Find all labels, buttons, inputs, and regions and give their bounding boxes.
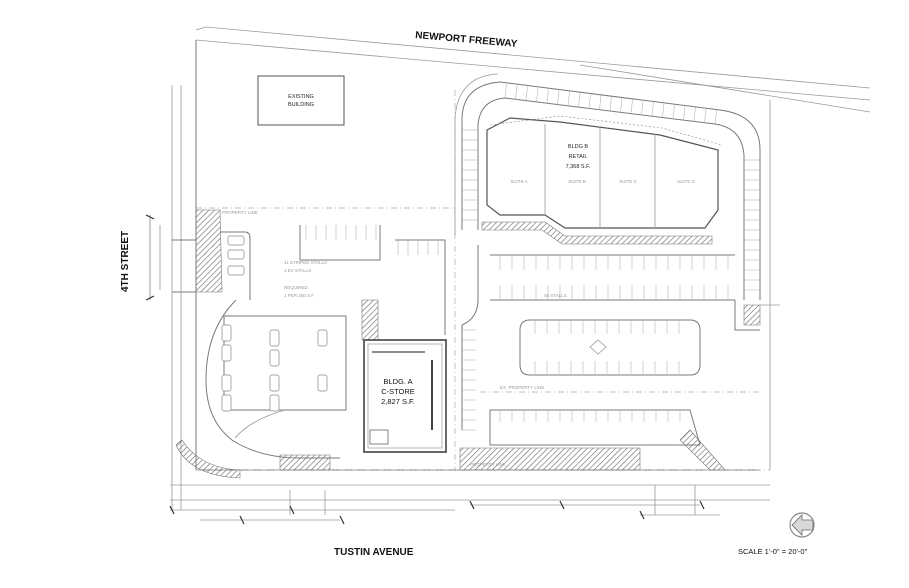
parking-stall-line	[662, 103, 665, 118]
dimension-tick	[559, 500, 565, 510]
parking-stall-line	[557, 90, 560, 105]
svg-text:REQUIRED: REQUIRED	[284, 285, 309, 290]
north-stalls	[462, 83, 760, 291]
building-a-label-1: BLDG. A	[383, 377, 412, 386]
vehicle	[227, 249, 245, 260]
vehicle	[317, 329, 328, 347]
vehicle	[221, 374, 232, 392]
landscape-building-a	[361, 299, 379, 341]
parking-stall-line	[714, 109, 717, 125]
building-b-label-3: 7,368 S.F.	[566, 164, 591, 170]
building-b-label-2: RETAIL	[569, 154, 588, 160]
dimension-tick	[169, 505, 175, 515]
landscape-southeast	[679, 429, 726, 471]
vehicle	[269, 394, 280, 412]
svg-text:4 EV STALLS: 4 EV STALLS	[284, 268, 311, 273]
vehicle	[269, 374, 280, 392]
parking-stall-line	[609, 96, 612, 112]
building-a-interior	[367, 343, 443, 449]
suite-b-label: SUITE B	[568, 179, 586, 184]
suite-c-label: SUITE C	[619, 179, 638, 184]
existing-building	[257, 75, 345, 126]
east-stalls	[462, 255, 729, 431]
landscape-south-2	[459, 447, 641, 471]
svg-text:11 STRIPED STALLS: 11 STRIPED STALLS	[284, 260, 327, 265]
dimension-tick	[699, 500, 705, 510]
building-a-restroom	[369, 429, 389, 445]
dimension-tick	[145, 295, 155, 301]
parking-stall-line	[630, 99, 633, 114]
fourth-street-label: 4TH STREET	[120, 231, 131, 292]
ex-property-line-label: EX. PROPERTY LINE	[500, 385, 544, 390]
vehicle	[227, 265, 245, 276]
dimension-tick	[239, 515, 245, 525]
parking-stall-line	[588, 94, 591, 109]
south-driveways	[289, 485, 696, 515]
parking-stall-line	[567, 91, 570, 106]
dimension-tick	[289, 505, 295, 515]
dimension-tick	[145, 214, 155, 220]
parking-stall-line	[515, 85, 518, 100]
east-parking-lot	[461, 245, 760, 446]
parking-stall-line	[546, 89, 549, 104]
stall-count-label: 48 STALLS	[544, 293, 567, 298]
vehicle	[227, 235, 245, 246]
south-property-line-label: PROPERTY LINE	[470, 462, 506, 467]
building-b-label-1: BLDG B	[568, 144, 589, 150]
parking-stall-line	[693, 107, 696, 122]
dimension-tick	[639, 510, 645, 520]
building-a-label-3: 2,827 S.F.	[381, 397, 415, 406]
landscape-southwest	[175, 439, 241, 479]
parking-stall-line	[504, 83, 507, 99]
vehicle	[317, 374, 328, 392]
parking-stall-line	[599, 95, 602, 110]
parking-stall-line	[704, 108, 707, 123]
parking-stall-line	[536, 87, 539, 102]
landscape-northwest	[195, 209, 223, 293]
building-b	[486, 117, 719, 229]
building-a	[363, 339, 447, 453]
freeway-edge	[195, 26, 871, 113]
parking-stall-line	[651, 102, 654, 117]
vehicle	[269, 329, 280, 347]
west-driveway	[149, 215, 196, 300]
west-property-line-label: PROPERTY LINE	[222, 210, 258, 215]
svg-text:1 PER 250 S.F.: 1 PER 250 S.F.	[284, 293, 315, 298]
dimension-tick	[339, 515, 345, 525]
west-text-notes: 11 STRIPED STALLS 4 EV STALLS REQUIRED 1…	[284, 260, 327, 298]
parking-stall-line	[620, 98, 623, 113]
vehicle	[221, 324, 232, 342]
suite-a-label: SUITE A	[510, 179, 527, 184]
building-a-label-2: C-STORE	[381, 387, 415, 396]
existing-building-label-1: EXISTING	[288, 94, 314, 100]
suite-d-label: SUITE D	[677, 179, 696, 184]
parking-stall-line	[641, 100, 644, 115]
landscape-east	[743, 304, 761, 326]
north-arrow-icon	[789, 512, 815, 538]
parking-stall-line	[578, 93, 581, 108]
existing-building-label-2: BUILDING	[288, 102, 314, 108]
building-b-canopy	[489, 115, 723, 146]
newport-freeway-label: NEWPORT FREEWAY	[415, 30, 518, 50]
tustin-avenue-label: TUSTIN AVENUE	[334, 547, 414, 558]
vehicle	[269, 349, 280, 367]
dimension-lines	[145, 214, 780, 525]
parking-stall-line	[683, 106, 686, 121]
building-b-sidewalk	[481, 221, 713, 245]
landscape-south-1	[279, 454, 331, 471]
west-vehicles	[221, 225, 439, 412]
vehicle	[221, 344, 232, 362]
dimension-tick	[469, 500, 475, 510]
scale-label: SCALE 1'-0" = 20'-0"	[738, 547, 808, 556]
parking-stall-line	[672, 104, 675, 119]
parking-stall-line	[525, 86, 528, 101]
vehicle	[221, 394, 232, 412]
